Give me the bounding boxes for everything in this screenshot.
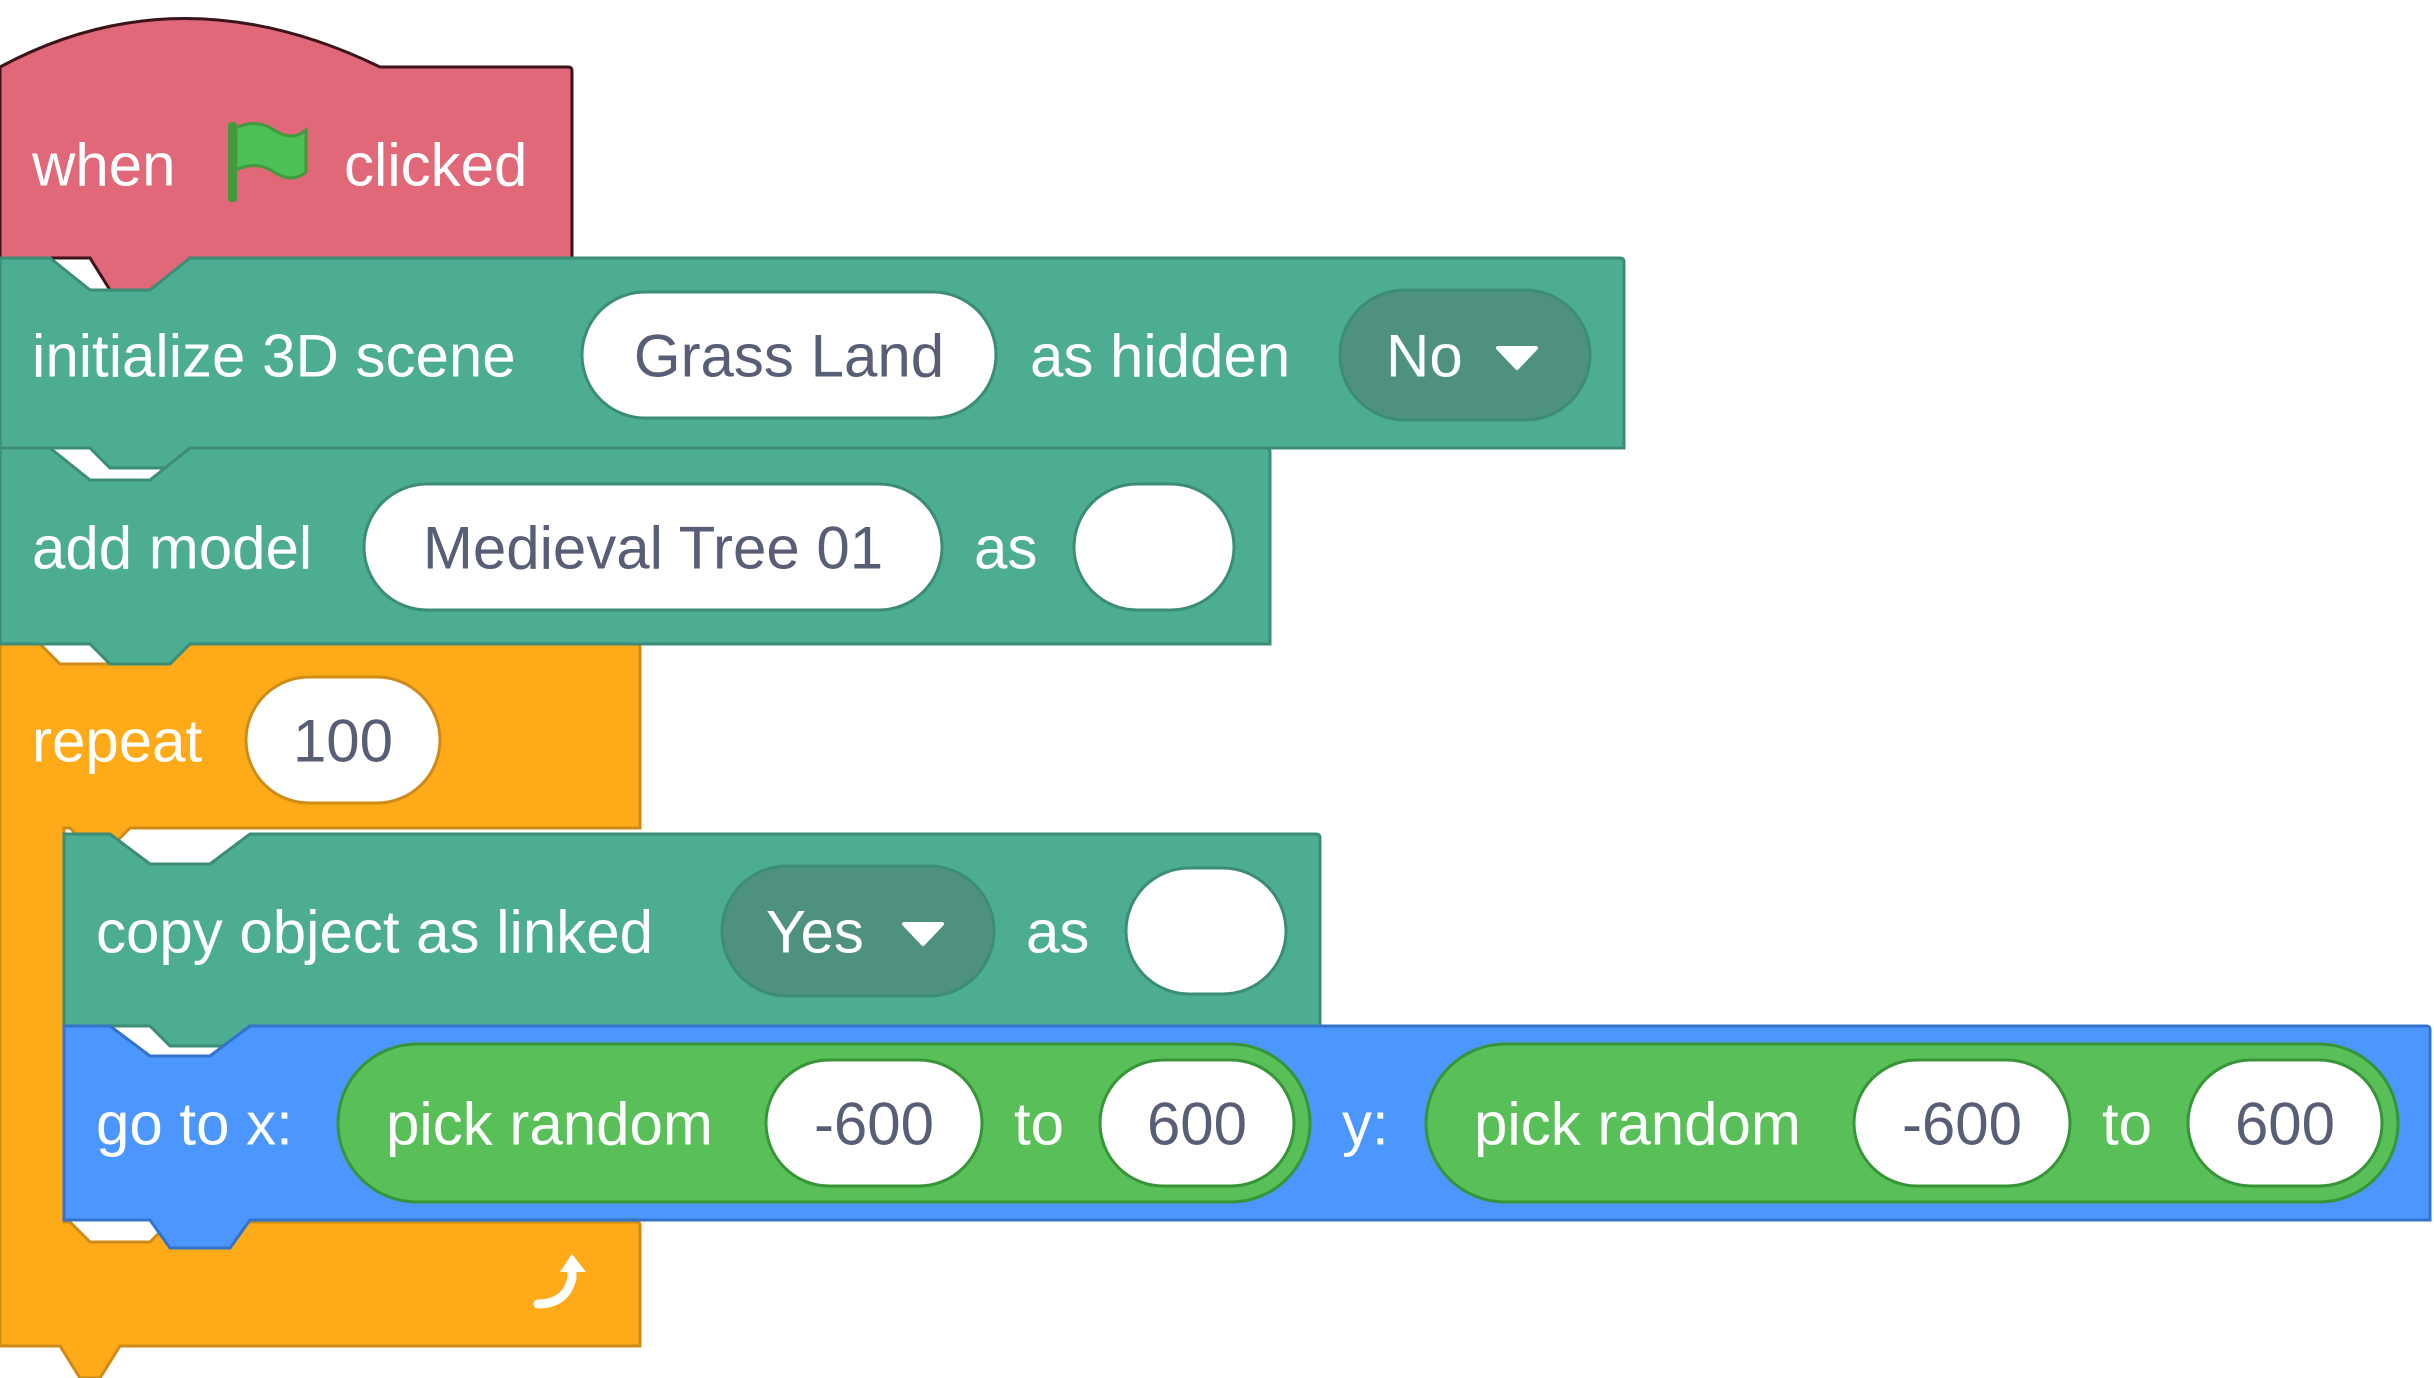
random-y-from-field[interactable] [1852, 1058, 2072, 1188]
scene-name-field[interactable] [580, 290, 998, 420]
linked-dropdown-value: Yes [766, 899, 864, 966]
random-y-from-value: -600 [1902, 1091, 2022, 1158]
random-x-to-field[interactable] [1098, 1058, 1296, 1188]
initialize-3d-scene-block[interactable]: initialize 3D scene Grass Land as hidden… [0, 256, 1626, 470]
repeat-label: repeat [32, 708, 202, 775]
add-model-label: add model [32, 515, 312, 582]
random-x-to-value: 600 [1147, 1091, 1247, 1158]
pick-random-y-reporter[interactable]: pick random -600 to 600 [1424, 1042, 2400, 1204]
add-model-block[interactable]: add model Medieval Tree 01 as [0, 446, 1272, 666]
pick-random-y-label: pick random [1474, 1091, 1801, 1158]
clicked-label: clicked [344, 132, 527, 199]
add-model-as-label: as [974, 515, 1037, 582]
repeat-block[interactable]: repeat 100 [0, 642, 642, 1378]
model-name-input[interactable]: Medieval Tree 01 [362, 482, 944, 612]
copy-object-block[interactable]: copy object as linked Yes as [62, 832, 1322, 1048]
initialize-3d-scene-label: initialize 3D scene [32, 323, 516, 390]
model-name-field[interactable] [362, 482, 944, 612]
chevron-down-icon [1496, 346, 1538, 370]
model-name-value: Medieval Tree 01 [423, 515, 883, 582]
random-y-to-input[interactable]: 600 [2186, 1058, 2384, 1188]
hidden-dropdown-field[interactable] [1338, 288, 1592, 422]
hidden-dropdown[interactable]: No [1338, 288, 1592, 422]
chevron-down-icon [902, 922, 944, 946]
random-x-from-field[interactable] [764, 1058, 984, 1188]
copy-object-label: copy object as linked [96, 899, 653, 966]
model-as-field[interactable] [1072, 482, 1236, 612]
go-to-y-label: y: [1342, 1091, 1389, 1158]
when-label: when [31, 132, 175, 199]
scene-name-value: Grass Land [634, 323, 944, 390]
random-x-from-input[interactable]: -600 [764, 1058, 984, 1188]
scene-name-input[interactable]: Grass Land [580, 290, 998, 420]
copy-as-input[interactable] [1124, 866, 1288, 996]
random-y-to-field[interactable] [2186, 1058, 2384, 1188]
pick-random-x-label: pick random [386, 1091, 713, 1158]
go-to-x-label: go to x: [96, 1091, 293, 1158]
random-y-to-label: to [2102, 1091, 2152, 1158]
linked-dropdown-field[interactable] [720, 864, 996, 998]
copy-object-as-label: as [1026, 899, 1089, 966]
as-hidden-label: as hidden [1030, 323, 1290, 390]
go-to-xy-block[interactable]: go to x: pick random -600 to 600 y: pick… [62, 1024, 2432, 1250]
random-x-to-input[interactable]: 600 [1098, 1058, 1296, 1188]
green-flag-icon [228, 122, 308, 202]
loop-arrow-icon [533, 1254, 586, 1309]
copy-as-field[interactable] [1124, 866, 1288, 996]
random-y-from-input[interactable]: -600 [1852, 1058, 2072, 1188]
when-flag-clicked-block[interactable]: when clicked [0, 17, 574, 292]
linked-dropdown[interactable]: Yes [720, 864, 996, 998]
random-x-from-value: -600 [814, 1091, 934, 1158]
repeat-count-field[interactable] [244, 675, 442, 805]
random-x-to-label: to [1014, 1091, 1064, 1158]
repeat-count-value: 100 [293, 708, 393, 775]
random-y-to-value: 600 [2235, 1091, 2335, 1158]
model-as-input[interactable] [1072, 482, 1236, 612]
copy-object-shape [62, 832, 1322, 1048]
pick-random-x-reporter[interactable]: pick random -600 to 600 [336, 1042, 1312, 1204]
hidden-dropdown-value: No [1386, 323, 1463, 390]
repeat-count-input[interactable]: 100 [244, 675, 442, 805]
